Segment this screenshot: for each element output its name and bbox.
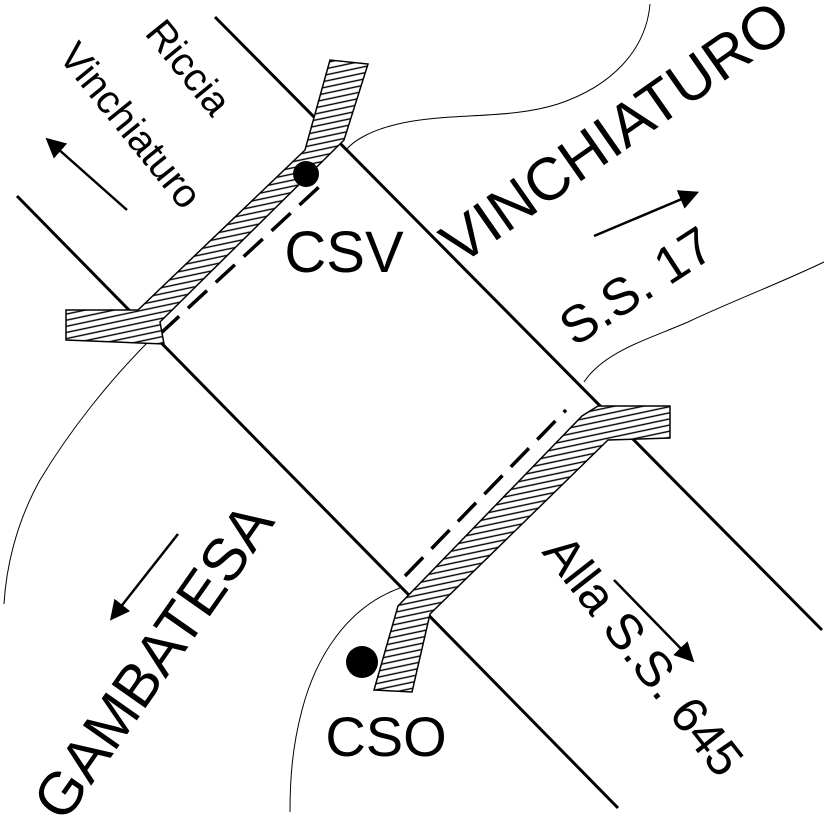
csv-site-marker — [293, 161, 319, 187]
label-cso: CSO — [325, 705, 446, 768]
arrow-gambatesa-icon — [109, 533, 179, 621]
contour-line-left — [3, 339, 151, 605]
dashed-track-lower — [403, 408, 568, 578]
label-alla-ss645: Alla S.S. 645 — [532, 524, 754, 786]
contour-line-top — [345, 3, 651, 151]
contour-line-bottom — [289, 587, 401, 813]
overpass-bridge-upper — [65, 59, 369, 345]
road-upper-diagonal — [213, 15, 824, 632]
label-ss17: S.S. 17 — [549, 216, 724, 358]
label-gambatesa: GAMBATESA — [20, 491, 287, 827]
overpass-bridge-lower — [373, 405, 671, 693]
cso-site-marker — [346, 646, 378, 678]
label-csv: CSV — [284, 220, 404, 285]
arrow-riccia-icon — [45, 137, 128, 211]
road-lower-diagonal — [15, 194, 620, 810]
contour-line-right — [583, 261, 825, 383]
arrow-ss645-icon — [613, 579, 695, 663]
arrow-ss17-icon — [593, 190, 700, 238]
label-vinchiaturo-main: VINCHIATURO — [429, 0, 802, 277]
